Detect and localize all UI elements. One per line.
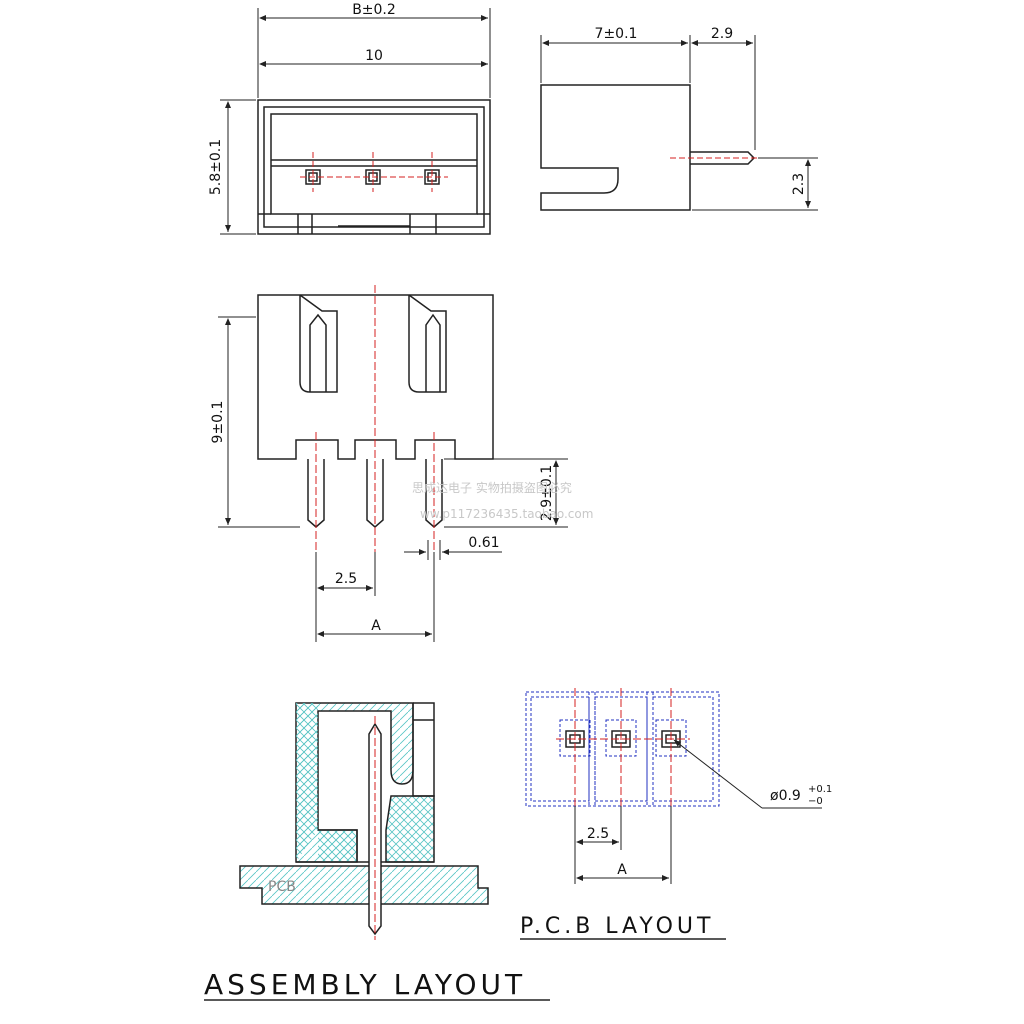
dim-a-label: A [371, 618, 381, 634]
pcb-layout-dims [574, 739, 822, 884]
side-view [540, 84, 756, 211]
top-view-centerlines [300, 152, 448, 192]
dim-29-label: 2.9 [711, 26, 733, 42]
pcb-layout-grid [525, 691, 720, 807]
pcb-layout-title: P.C.B LAYOUT [520, 914, 714, 939]
dim-10-label: 10 [365, 48, 383, 64]
dim-b-label: B±0.2 [352, 2, 396, 18]
dim-9-label: 9±0.1 [210, 401, 226, 444]
side-view-dims [540, 35, 818, 211]
assembly-view [239, 702, 489, 940]
assembly-layout-title: ASSEMBLY LAYOUT [204, 968, 526, 1001]
pcb-pitch-label: 2.5 [587, 826, 609, 842]
dim-pitch-label: 2.5 [335, 571, 357, 587]
pcb-dia-tol-minus: −0 [808, 796, 823, 807]
dim-b [220, 8, 491, 235]
pcb-dia-base: ø0.9 [770, 788, 801, 804]
dim-7-label: 7±0.1 [595, 26, 638, 42]
middle-centerlines [315, 285, 435, 552]
pcb-label: PCB [268, 879, 296, 895]
middle-dims [218, 316, 568, 642]
pcb-layout-centerlines [556, 688, 690, 812]
dim-pinlen-label: 2.9±0.1 [539, 465, 555, 521]
pcb-a-label: A [617, 862, 627, 878]
top-front-view [257, 99, 491, 235]
watermark-line1: 思成达电子 实物拍摄盗图必究 [412, 480, 572, 495]
dim-58-label: 5.8±0.1 [208, 139, 224, 195]
dim-23-label: 2.3 [791, 173, 807, 195]
dim-061-label: 0.61 [468, 535, 499, 551]
watermark-line2: ww.p117236435.taobao.com [420, 507, 593, 521]
pcb-dia-tol-plus: +0.1 [808, 784, 832, 795]
